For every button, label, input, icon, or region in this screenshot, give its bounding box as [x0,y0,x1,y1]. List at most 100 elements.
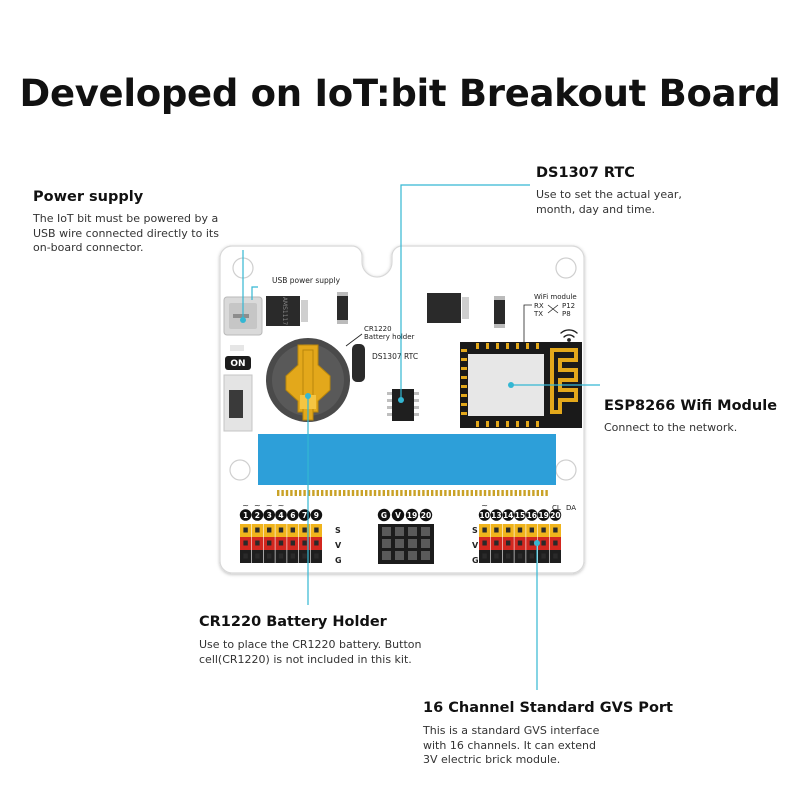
usb-power-label: USB power supply [272,276,341,285]
gv-header-hole [421,551,430,560]
regulator-label: AMS1117 [281,297,288,326]
rtc-desc-line: month, day and time. [536,202,655,216]
pin-hole [494,553,499,559]
pin-hole [243,540,248,546]
pin-number: 15 [515,511,525,520]
pin-number-badge [263,509,276,521]
pin-number: G [381,511,387,520]
edge-pin [290,490,293,496]
wifi-icon [560,329,578,342]
edge-pin [294,490,297,496]
edge-pin [510,490,513,496]
pin-hole [290,527,295,533]
edge-pin [307,490,311,496]
mounting-hole [555,459,577,481]
pin-hole [255,527,260,533]
pin-hole [529,540,534,546]
pin-hole [482,540,487,546]
wifi-pin-label: P8 [562,310,571,318]
pin-number: 10 [479,511,489,520]
pin-hole [314,540,319,546]
gvs-desc-line: with 16 channels. It can extend [423,738,597,752]
pin-number-badge [478,509,491,521]
pin-hole [529,527,534,533]
gv-header-hole [421,527,430,536]
pin-hole [290,553,295,559]
edge-pin [360,490,363,496]
microbit-edge-connector [258,434,556,485]
pin-hole [541,553,546,559]
gv-header-hole [395,539,404,548]
edge-pin [312,490,315,496]
edge-pin [382,490,385,496]
edge-pin [479,490,482,496]
pin-number-badge [310,509,323,521]
page-title: Developed on IoT:bit Breakout Board [19,72,781,115]
pin-hole [506,553,511,559]
pin-hole [267,527,272,533]
voltage-regulator: AMS1117 [266,296,308,326]
edge-pin [417,490,421,496]
gv-header-hole [421,539,430,548]
mounting-hole [555,257,577,279]
da-label: DA [566,504,576,512]
row-label-g: G [335,556,342,565]
wifi-heading: ESP8266 Wifi Module [604,398,778,414]
pin-hole [517,553,523,559]
battery-desc: Use to place the CR1220 battery. Button … [199,638,421,667]
wifi-module-label: WiFi module [534,293,577,301]
pin-hole [553,527,558,533]
pin-hole [278,527,284,533]
edge-pin [514,490,517,496]
pin-number-badge [275,509,287,521]
gvs-desc-line: 3V electric brick module. [423,753,561,766]
edge-pin [395,490,399,496]
callout-lines [240,184,600,690]
gv-header-hole [408,527,417,536]
pin-number-badge [537,509,550,521]
pin-number: V [395,511,401,520]
edge-pin [387,490,390,496]
wifi-pin-label: P12 [562,302,575,310]
rtc-desc-line: Use to set the actual year, [536,188,682,201]
pin-number: 13 [491,511,501,520]
pin-number-badge [377,508,391,522]
cr1220-label: CR1220 [364,325,392,333]
edge-pin [413,490,416,496]
battery-desc-line: cell(CR1220) is not included in this kit… [199,652,412,666]
battery-callout: CR1220 Battery Holder Use to place the C… [199,614,421,667]
gvs-desc-line: This is a standard GVS interface [423,724,600,737]
pin-hole [482,527,487,533]
edge-pin [378,490,381,496]
ds1307-chip [387,389,419,421]
edge-pin [532,490,535,496]
power-supply-heading: Power supply [33,189,144,205]
edge-pin [523,490,526,496]
pin-number: 19 [407,511,417,520]
edge-pin [461,490,465,496]
wifi-pin-label: TX [533,310,543,318]
row-label-s: S [335,526,341,535]
pin-number: 19 [538,511,548,520]
wifi-desc: Connect to the network. [604,421,777,436]
wifi-desc-line: Connect to the network. [604,421,738,434]
edge-pin [334,490,337,496]
edge-pin [483,490,487,496]
cr1220-battery-holder [266,338,350,422]
power-desc-line: The IoT bit must be powered by a [33,212,219,225]
crystal-oscillator [352,344,365,382]
power-supply-callout: Power supply The IoT bit must be powered… [33,189,219,256]
edge-pin [444,490,447,496]
battery-desc-line: Use to place the CR1220 battery. Button [199,638,422,651]
pin-hole [278,553,284,559]
pin-hole [314,527,319,533]
edge-pin [501,490,504,496]
edge-pin [356,490,359,496]
pin-number: 2 [255,511,260,520]
led-indicator [230,345,244,351]
cr1220-label: Battery holder [364,333,415,341]
